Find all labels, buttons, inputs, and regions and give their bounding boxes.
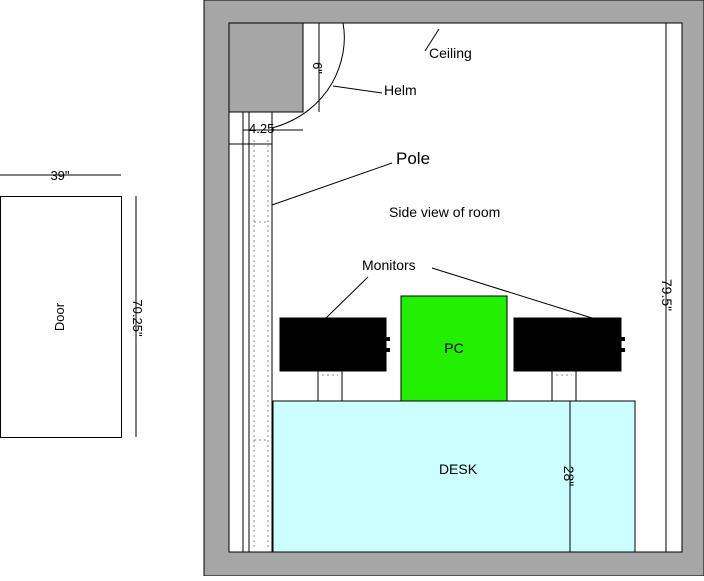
monitor-left-port2 [386,348,390,352]
room-walls [203,0,704,577]
room-title: Side view of room [389,204,500,220]
monitor-left-stand [317,370,343,402]
monitor-right-port2 [621,348,625,352]
desk: DESK 28" [272,400,636,553]
pc-rect [400,295,508,402]
monitors-leader-right [431,267,593,319]
room-height-label: 79.5" [659,279,675,311]
desk-label: DESK [439,461,478,477]
monitor-right [513,317,625,402]
pole: 4.25 [229,111,303,553]
monitor-left-port1 [386,337,390,341]
pc-tower: PC [400,295,508,402]
monitor-left [279,317,390,402]
door-rect [0,196,122,438]
door-label: Door [52,302,67,331]
desk-height-label: 28" [561,466,577,487]
monitors-leader-left [325,276,369,319]
door-group: 39" Door 70.25" [0,168,145,438]
helm-label: Helm [384,82,417,98]
monitor-left-screen [279,317,387,372]
desk-rect [272,400,636,553]
pole-leader [271,162,393,206]
door-width-label: 39" [50,168,69,183]
pole-dim-label: 4.25 [249,121,274,136]
helm-arc [271,22,345,129]
wall-frame [203,0,704,577]
ceiling-soffit [228,22,304,113]
pole-label: Pole [396,149,430,168]
monitor-right-port1 [621,337,625,341]
monitor-right-screen [513,317,622,372]
ceiling-label: Ceiling [429,45,472,61]
door-height-label: 70.25" [130,299,145,337]
ceiling-leader [424,28,440,52]
monitors-label: Monitors [362,257,416,273]
pole-body [248,111,273,553]
monitor-right-stand [551,370,577,402]
helm-leader [332,85,383,94]
helm: 6" Helm [271,22,417,129]
pc-label: PC [444,340,463,356]
helm-dim-label: 6" [310,62,325,74]
